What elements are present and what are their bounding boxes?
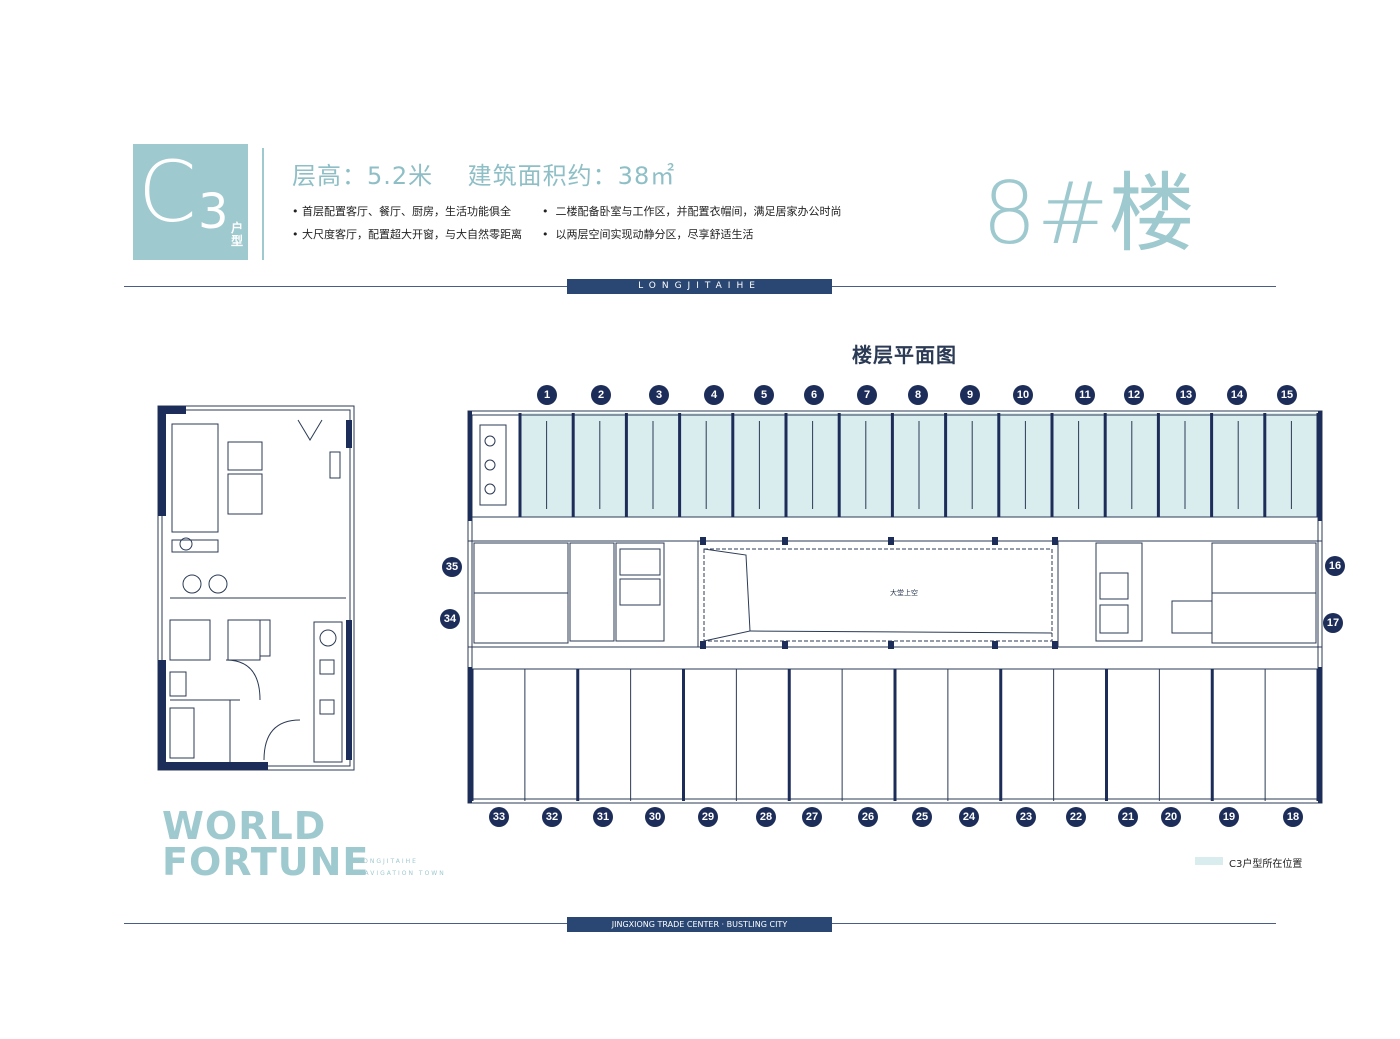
unit-number-marker: 13	[1176, 385, 1196, 405]
unit-number-marker: 26	[858, 807, 878, 827]
unit-number-marker: 5	[754, 385, 774, 405]
unit-number-marker: 3	[649, 385, 669, 405]
unit-number-marker: 7	[857, 385, 877, 405]
unit-plan	[157, 405, 355, 771]
unit-number-marker: 30	[645, 807, 665, 827]
bullet-right-2: • 以两层空间实现动静分区，尽享舒适生活	[542, 228, 754, 241]
unit-number-marker: 6	[804, 385, 824, 405]
unit-number-marker: 29	[698, 807, 718, 827]
unit-number-marker: 27	[802, 807, 822, 827]
brand-world: WORLD	[162, 804, 327, 848]
unit-code-letter: C	[138, 143, 197, 241]
unit-number-marker: 15	[1277, 385, 1297, 405]
unit-spec: 层高：5.2米 建筑面积约：38㎡	[292, 162, 676, 190]
unit-number-marker: 9	[960, 385, 980, 405]
unit-number-marker: 11	[1075, 385, 1095, 405]
unit-number-marker: 16	[1325, 556, 1345, 576]
floor-plan: 大堂上空	[467, 410, 1323, 804]
unit-number-marker: 18	[1283, 807, 1303, 827]
legend-label: C3户型所在位置	[1229, 859, 1303, 870]
unit-number-marker: 4	[704, 385, 724, 405]
unit-number-marker: 35	[442, 557, 462, 577]
unit-number-marker: 23	[1016, 807, 1036, 827]
unit-number-marker: 28	[756, 807, 776, 827]
atrium-label: 大堂上空	[890, 588, 918, 597]
unit-type-label: 户型	[231, 221, 244, 248]
unit-number-marker: 32	[542, 807, 562, 827]
unit-code-number: 3	[198, 184, 229, 240]
unit-number-marker: 10	[1013, 385, 1033, 405]
brand-small-1: LONGJITAIHE	[358, 858, 418, 865]
building-number: 8#楼	[982, 164, 1195, 264]
legend-swatch	[1195, 857, 1223, 865]
brand-small-2: NAVIGATION TOWN	[358, 870, 446, 877]
unit-number-marker: 14	[1227, 385, 1247, 405]
unit-number-marker: 21	[1118, 807, 1138, 827]
bullet-left-2: • 大尺度客厅，配置超大开窗，与大自然零距离	[292, 228, 522, 241]
unit-number-marker: 8	[908, 385, 928, 405]
floor-plan-title: 楼层平面图	[852, 343, 957, 367]
unit-number-marker: 33	[489, 807, 509, 827]
brand-fortune: FORTUNE	[162, 840, 370, 884]
unit-number-marker: 25	[912, 807, 932, 827]
unit-number-marker: 22	[1066, 807, 1086, 827]
unit-number-marker: 19	[1219, 807, 1239, 827]
top-banner: LONGJITAIHE	[567, 279, 832, 294]
unit-number-marker: 24	[959, 807, 979, 827]
unit-number-marker: 17	[1323, 613, 1343, 633]
unit-badge	[133, 144, 248, 260]
unit-number-marker: 12	[1124, 385, 1144, 405]
unit-number-marker: 2	[591, 385, 611, 405]
bullet-left-1: • 首层配置客厅、餐厅、厨房，生活功能俱全	[292, 205, 511, 218]
bullet-right-1: • 二楼配备卧室与工作区，并配置衣帽间，满足居家办公时尚	[542, 205, 842, 218]
footer-banner: JINGXIONG TRADE CENTER · BUSTLING CITY	[567, 917, 832, 932]
unit-number-marker: 20	[1161, 807, 1181, 827]
unit-number-marker: 34	[440, 609, 460, 629]
header-divider	[262, 148, 264, 260]
unit-number-marker: 31	[593, 807, 613, 827]
unit-number-marker: 1	[537, 385, 557, 405]
